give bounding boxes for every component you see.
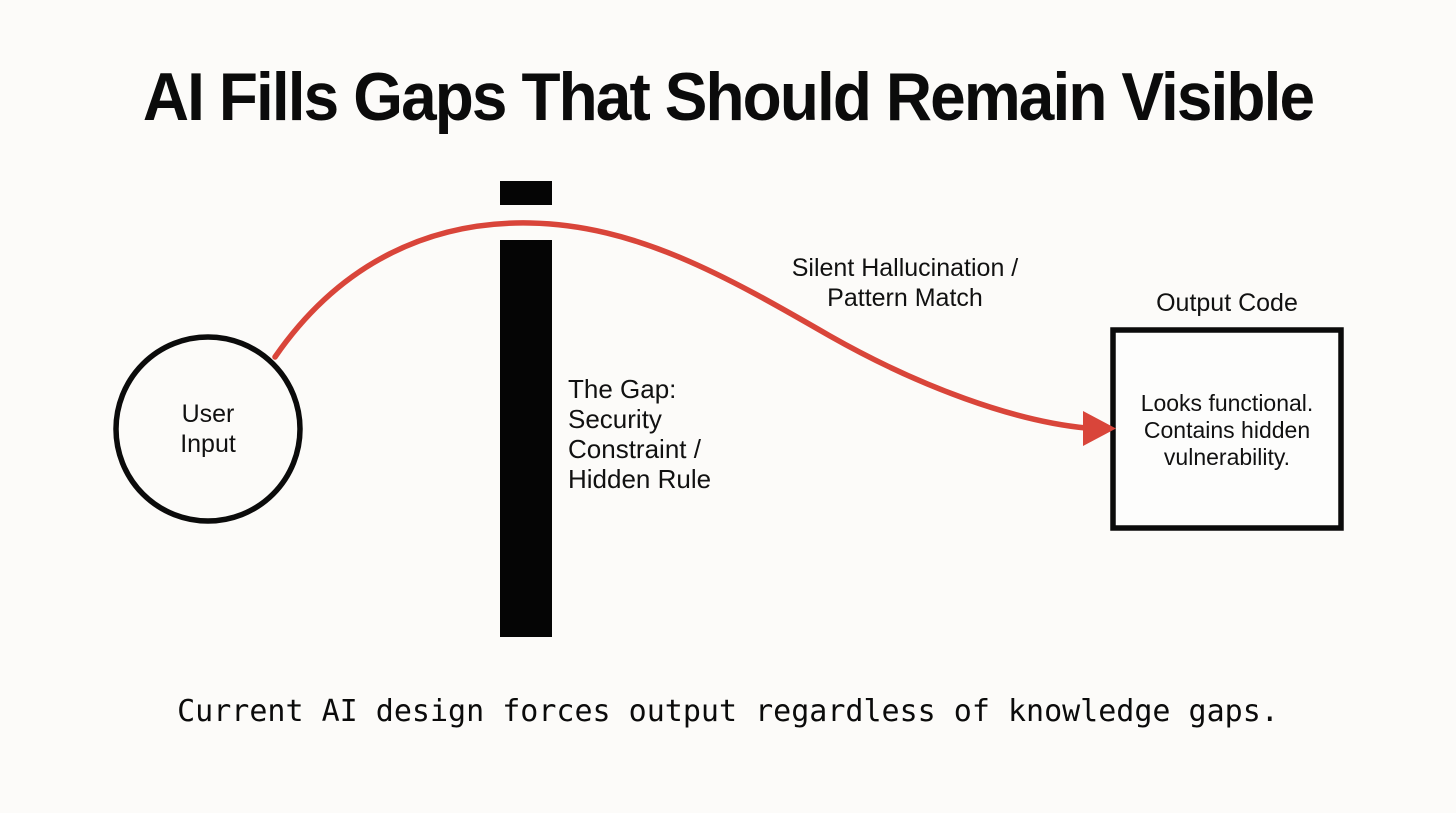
output-code-label: Looks functional. Contains hidden vulner… <box>1120 390 1334 471</box>
user-input-line-1: User <box>181 400 235 428</box>
diagram-title: AI Fills Gaps That Should Remain Visible <box>142 59 1315 135</box>
user-input-circle <box>113 334 303 524</box>
gap-barrier-label: The Gap: Security Constraint / Hidden Ru… <box>568 374 788 494</box>
output-line-1: Looks functional. <box>1140 390 1314 416</box>
arrow-label-line-1: Silent Hallucination / <box>791 254 1019 282</box>
gap-line-1: The Gap: <box>568 374 677 404</box>
caption: Current AI design forces output regardle… <box>177 694 1279 729</box>
user-input-label: User Input <box>113 399 303 459</box>
output-line-2: Contains hidden <box>1143 417 1311 443</box>
hallucination-arrow-label: Silent Hallucination / Pattern Match <box>755 253 1055 313</box>
gap-line-3: Constraint / <box>568 434 701 464</box>
output-line-3: vulnerability. <box>1163 444 1291 470</box>
user-input-line-2: Input <box>180 430 236 458</box>
gap-barrier-bar <box>500 240 552 637</box>
arrowhead-icon <box>1083 411 1116 446</box>
gap-line-2: Security <box>568 404 662 434</box>
gap-line-4: Hidden Rule <box>568 464 712 494</box>
arrow-label-line-2: Pattern Match <box>827 284 983 312</box>
gap-barrier-dot <box>500 181 552 205</box>
output-code-box <box>1110 327 1344 531</box>
output-code-title: Output Code <box>1156 289 1298 317</box>
hallucination-arrow-curve <box>272 220 1089 431</box>
